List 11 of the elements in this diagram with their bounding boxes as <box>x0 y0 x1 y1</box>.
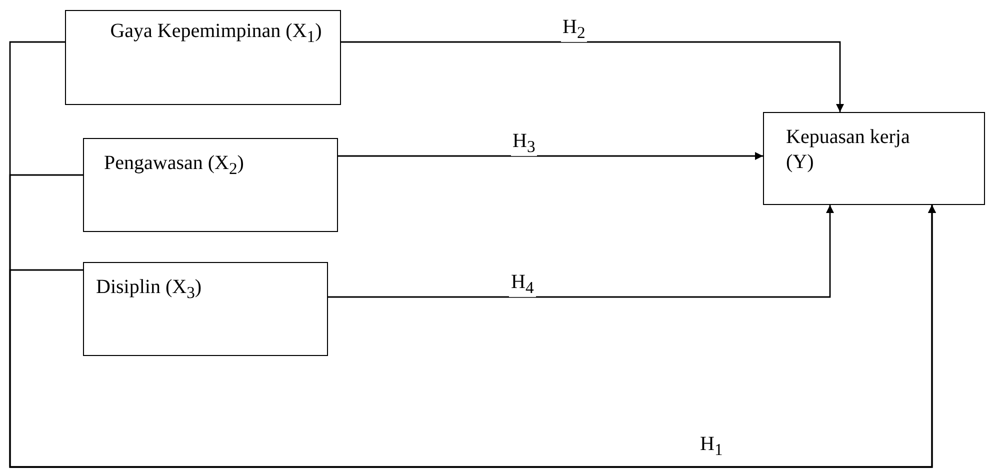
variable-box <box>83 262 328 356</box>
arrow <box>328 205 834 298</box>
variable-box <box>763 112 985 205</box>
arrow <box>338 152 763 160</box>
variable-label: Pengawasan (X$_{2}$) <box>104 151 245 180</box>
arrow <box>341 41 844 112</box>
variable-box <box>65 10 341 105</box>
variable-box <box>83 138 338 232</box>
variable-label: Kepuasan kerja (Y) <box>786 125 911 175</box>
variable-label: Gaya Kepemimpinan (X$_{1}$) <box>109 19 323 48</box>
variable-label: Disiplin (X$_{3}$) <box>96 275 203 304</box>
